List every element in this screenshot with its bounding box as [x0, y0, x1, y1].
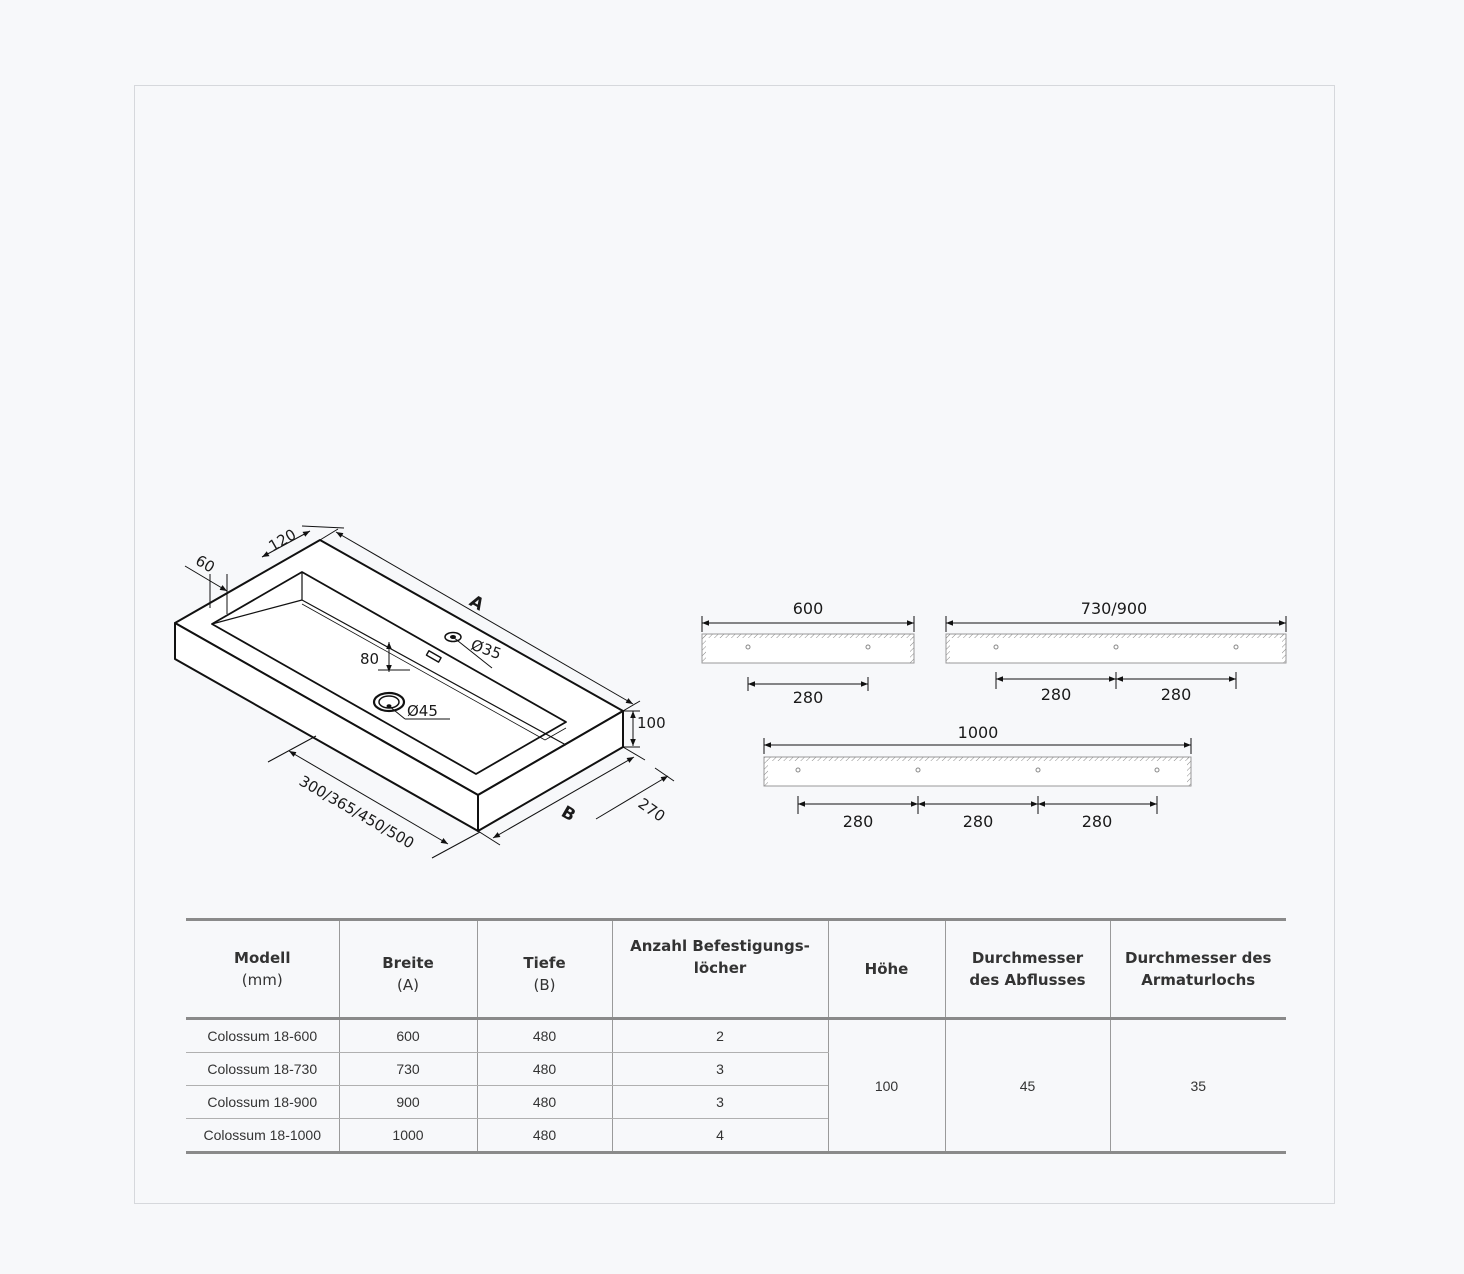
cell-holes: 3: [611, 1052, 828, 1086]
table-row: Colossum 18-900 900 480 3: [186, 1085, 1286, 1119]
cell-depth: 480: [476, 1118, 612, 1154]
cell-drain: 45: [944, 1018, 1110, 1154]
cell-model: Colossum 18-730: [186, 1052, 339, 1086]
bar600-width-label: 600: [793, 599, 824, 618]
isometric-dimensions: [184, 525, 675, 859]
isometric-basin: [174, 539, 624, 832]
cell-model: Colossum 18-900: [186, 1085, 339, 1119]
header-drain-diameter: Durchmesser des Abflusses: [944, 918, 1110, 1020]
bar1000-spacing2-label: 280: [963, 812, 994, 831]
cell-depth: 480: [476, 1018, 612, 1053]
label-A: A: [466, 591, 488, 615]
cell-tap: 35: [1109, 1018, 1286, 1154]
cell-width: 1000: [338, 1118, 477, 1154]
cell-model: Colossum 18-600: [186, 1018, 339, 1053]
label-270: 270: [635, 794, 669, 825]
label-120: 120: [266, 525, 300, 555]
header-mounting-holes: Anzahl Befestigungs- löcher: [611, 918, 828, 1020]
cell-width: 900: [338, 1085, 477, 1119]
label-45: Ø45: [407, 702, 438, 720]
header-depth: Tiefe (B): [476, 918, 612, 1020]
bar600-spacing-label: 280: [793, 688, 824, 707]
cell-height: 100: [827, 1018, 945, 1154]
cell-model: Colossum 18-1000: [186, 1118, 339, 1154]
cell-width: 600: [338, 1018, 477, 1053]
header-model: Modell (mm): [186, 918, 339, 1020]
bar1000-spacing3-label: 280: [1082, 812, 1113, 831]
table-row: Colossum 18-1000 1000 480 4: [186, 1118, 1286, 1154]
label-100: 100: [637, 714, 666, 732]
table-row: Colossum 18-730 730 480 3: [186, 1052, 1286, 1086]
bar730-width-label: 730/900: [1081, 599, 1147, 618]
header-width: Breite (A): [338, 918, 477, 1020]
bar1000-width-label: 1000: [958, 723, 999, 742]
bar730-spacing2-label: 280: [1161, 685, 1192, 704]
cell-depth: 480: [476, 1085, 612, 1119]
cell-depth: 480: [476, 1052, 612, 1086]
bar730-spacing1-label: 280: [1041, 685, 1072, 704]
cell-holes: 2: [611, 1018, 828, 1053]
bar1000-spacing1-label: 280: [843, 812, 874, 831]
header-tap-hole-diameter: Durchmesser des Armaturlochs: [1109, 918, 1286, 1020]
table-header-row: Modell (mm) Breite (A) Tiefe (B) Anzahl …: [186, 918, 1286, 1020]
label-B: B: [558, 802, 579, 826]
bar-600: 600 280: [701, 599, 915, 707]
bar-730-900: 730/900 280 280: [945, 599, 1287, 704]
cell-holes: 3: [611, 1085, 828, 1119]
cell-holes: 4: [611, 1118, 828, 1154]
header-height: Höhe: [827, 918, 945, 1020]
specifications-table: Modell (mm) Breite (A) Tiefe (B) Anzahl …: [186, 918, 1286, 1154]
label-80: 80: [360, 650, 379, 668]
technical-drawing: A 120 60 80 Ø35 Ø45 100 B 270 300/365/45…: [174, 525, 1287, 859]
cell-width: 730: [338, 1052, 477, 1086]
table-row: Colossum 18-600 600 480 2 100 45 35: [186, 1018, 1286, 1154]
bar-1000: 1000 280 280 280: [763, 723, 1192, 831]
